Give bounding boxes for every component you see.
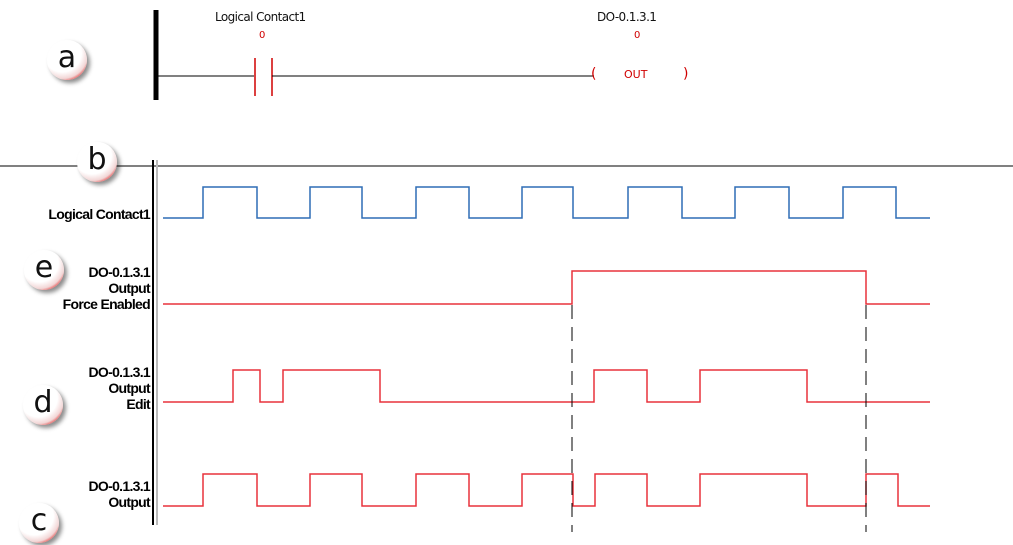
force-signal-line1: DO-0.1.3.1 <box>88 264 151 280</box>
callout-d: d <box>23 385 63 425</box>
edit-signal-label: DO-0.1.3.1 Output Edit <box>4 364 151 412</box>
output-waveform <box>163 473 930 507</box>
coil-bracket-left: ( <box>591 66 597 82</box>
force-waveform <box>163 270 930 305</box>
edit-waveform <box>163 369 930 403</box>
force-signal-line3: Force Enabled <box>62 296 151 312</box>
edit-signal-line1: DO-0.1.3.1 <box>88 364 151 380</box>
coil-bracket-right: ) <box>683 66 689 82</box>
edit-signal-line2: Output <box>108 380 150 396</box>
coil-state-value: 0 <box>634 30 641 41</box>
coil-out-text: OUT <box>624 68 648 81</box>
contact-signal-label: Logical Contact1 <box>4 206 150 222</box>
output-signal-label: DO-0.1.3.1 Output <box>4 478 151 510</box>
output-signal-line1: DO-0.1.3.1 <box>88 478 151 494</box>
callout-c: c <box>19 503 59 543</box>
output-signal-line2: Output <box>108 494 150 510</box>
callout-e: e <box>24 250 64 290</box>
contact-waveform <box>163 186 930 219</box>
contact-state-value: 0 <box>259 30 266 41</box>
callout-b: b <box>77 142 117 182</box>
force-signal-line2: Output <box>108 280 150 296</box>
contact-signal-label-text: Logical Contact1 <box>48 206 150 222</box>
contact-name-label: Logical Contact1 <box>215 10 306 24</box>
coil-name-label: DO-0.1.3.1 <box>597 10 657 24</box>
edit-signal-line3: Edit <box>126 396 150 412</box>
callout-a: a <box>47 40 87 80</box>
force-signal-label: DO-0.1.3.1 Output Force Enabled <box>4 264 151 312</box>
